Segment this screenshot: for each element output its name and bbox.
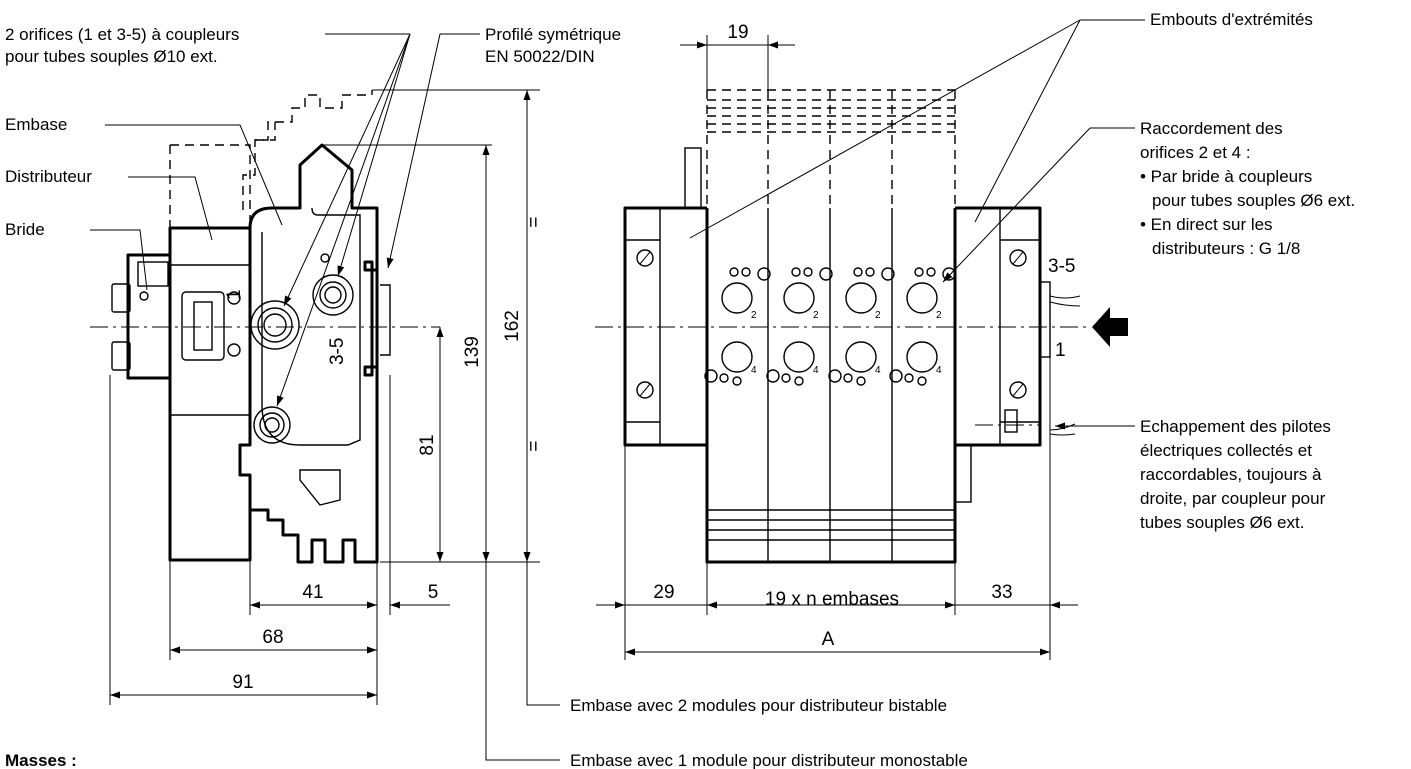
dim-139: 139 bbox=[462, 336, 483, 368]
dim-41: 41 bbox=[302, 582, 323, 603]
embase-body bbox=[248, 143, 379, 564]
label-raccordement-3: • Par bride à coupleurs bbox=[1140, 167, 1312, 186]
label-raccordement-2: orifices 2 et 4 : bbox=[1140, 143, 1251, 162]
side-port-3-5-label: 3-5 bbox=[327, 338, 348, 365]
svg-text:2: 2 bbox=[813, 310, 819, 321]
distributeur-body bbox=[168, 226, 252, 562]
end-port-3-5-label: 3-5 bbox=[1048, 256, 1075, 277]
pilot-exhaust-coupler bbox=[253, 406, 291, 444]
gap-mark-bottom: = bbox=[524, 440, 545, 451]
dimensions: 19 81 139 162 = = 41 5 68 91 bbox=[109, 22, 1078, 705]
port-4-marks: 4 4 4 4 bbox=[751, 365, 942, 376]
side-view: 1 3-5 bbox=[90, 90, 440, 564]
svg-text:2: 2 bbox=[751, 310, 757, 321]
label-profile-line-2: EN 50022/DIN bbox=[485, 47, 595, 66]
dim-81: 81 bbox=[417, 434, 438, 455]
svg-text:4: 4 bbox=[936, 365, 942, 376]
label-echappement-2: électriques collectés et bbox=[1140, 441, 1312, 460]
port-1-coupler bbox=[250, 300, 300, 350]
label-echappement-3: raccordables, toujours à bbox=[1140, 465, 1322, 484]
dim-68: 68 bbox=[262, 627, 283, 648]
end-view: 2 2 2 2 4 4 4 4 3-5 1 bbox=[595, 89, 1128, 564]
label-embase-2-modules: Embase avec 2 modules pour distributeur … bbox=[570, 696, 947, 715]
inlet-arrow bbox=[1092, 307, 1128, 347]
label-echappement-1: Echappement des pilotes bbox=[1140, 417, 1331, 436]
din-rail bbox=[363, 260, 377, 377]
port-3-5-coupler bbox=[312, 274, 354, 316]
label-echappement-4: droite, par coupleur pour bbox=[1140, 489, 1326, 508]
module-ports bbox=[704, 267, 956, 386]
label-embouts: Embouts d'extrémités bbox=[1150, 10, 1313, 29]
label-raccordement-6: distributeurs : G 1/8 bbox=[1152, 239, 1300, 258]
callouts: 2 orifices (1 et 3-5) à coupleurs pour t… bbox=[5, 10, 1355, 769]
label-bride: Bride bbox=[5, 220, 45, 239]
label-raccordement-1: Raccordement des bbox=[1140, 119, 1283, 138]
dim-pitch-19: 19 bbox=[727, 22, 748, 43]
label-embase: Embase bbox=[5, 115, 67, 134]
module-block bbox=[705, 208, 957, 564]
bride-body bbox=[126, 253, 170, 380]
label-echappement-5: tubes souples Ø6 ext. bbox=[1140, 513, 1304, 532]
side-port-1-label: 1 bbox=[224, 289, 245, 300]
gap-mark-top: = bbox=[524, 216, 545, 227]
svg-text:2: 2 bbox=[875, 310, 881, 321]
svg-text:4: 4 bbox=[875, 365, 881, 376]
dim-5: 5 bbox=[428, 582, 439, 603]
label-embase-1-module: Embase avec 1 module pour distributeur m… bbox=[570, 751, 968, 769]
label-orifices-line-2: pour tubes souples Ø10 ext. bbox=[5, 47, 218, 66]
label-orifices-line-1: 2 orifices (1 et 3-5) à coupleurs bbox=[5, 25, 239, 44]
label-masses: Masses : bbox=[5, 751, 77, 769]
dim-A: A bbox=[822, 629, 835, 650]
dim-19-x-n: 19 x n embases bbox=[765, 589, 899, 610]
svg-text:2: 2 bbox=[936, 310, 942, 321]
end-port-1-label: 1 bbox=[1055, 340, 1066, 361]
dim-91: 91 bbox=[232, 672, 253, 693]
label-raccordement-5: • En direct sur les bbox=[1140, 215, 1273, 234]
dim-162: 162 bbox=[502, 310, 523, 342]
svg-text:4: 4 bbox=[813, 365, 819, 376]
port-2-marks: 2 2 2 2 bbox=[751, 310, 942, 321]
label-profile-line-1: Profilé symétrique bbox=[485, 25, 621, 44]
label-distributeur: Distributeur bbox=[5, 167, 92, 186]
left-end-cap bbox=[623, 206, 707, 447]
dim-29: 29 bbox=[653, 582, 674, 603]
dim-33: 33 bbox=[991, 582, 1012, 603]
svg-text:4: 4 bbox=[751, 365, 757, 376]
label-raccordement-4: pour tubes souples Ø6 ext. bbox=[1152, 191, 1355, 210]
